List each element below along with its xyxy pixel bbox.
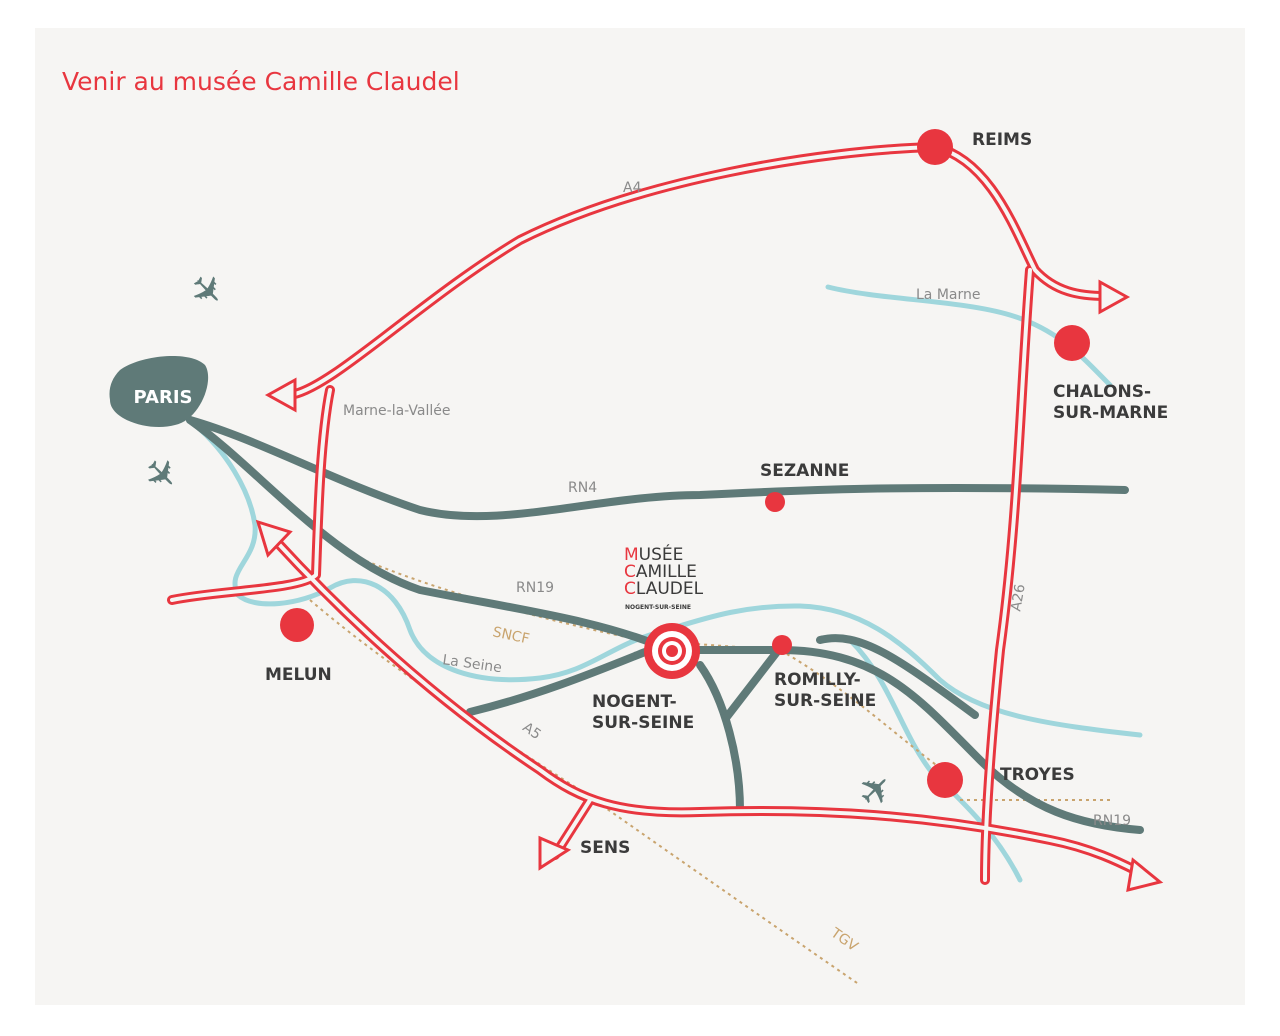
arrow-sens — [538, 835, 572, 871]
airplane-icon: ✈ — [178, 263, 234, 319]
arrow-a5-east — [1126, 857, 1164, 893]
svg-text:CLAUDEL: CLAUDEL — [624, 579, 704, 599]
museum-logo: MUSÉE CAMILLE CLAUDEL NOGENT-SUR-SEINE — [624, 543, 704, 611]
road-local-4 — [816, 634, 979, 719]
road-label-marne-la-vallee: Marne-la-Vallée — [343, 403, 450, 419]
city-chalons-1: CHALONS- — [1053, 382, 1151, 402]
chalons-marker — [1054, 325, 1090, 361]
arrow-a4-east — [1098, 279, 1131, 315]
river-seine — [192, 422, 1143, 738]
svg-text:CAMILLE: CAMILLE — [624, 562, 697, 582]
city-nogent-1: NOGENT- — [592, 692, 677, 712]
city-nogent-2: SUR-SEINE — [592, 713, 694, 733]
road-label-rn4: RN4 — [568, 480, 597, 496]
melun-marker — [280, 608, 314, 642]
river-label-marne: La Marne — [916, 287, 980, 303]
river-label-seine: La Seine — [441, 652, 502, 676]
arrow-a5-paris — [255, 519, 293, 558]
city-sezanne: SEZANNE — [760, 461, 849, 481]
road-label-a4: A4 — [623, 180, 642, 196]
city-romilly-1: ROMILLY- — [774, 670, 861, 690]
road-local-3 — [722, 644, 784, 722]
road-label-a26: A26 — [1008, 583, 1029, 613]
arrow-a4-paris — [264, 377, 297, 413]
map-title: Venir au musée Camille Claudel — [62, 67, 460, 96]
road-label-rn19-west: RN19 — [516, 580, 554, 596]
rail-sncf — [339, 549, 951, 776]
city-paris: PARIS — [134, 387, 193, 408]
river-seine-branch — [847, 637, 1023, 883]
rail-label-tgv: TGV — [827, 925, 861, 956]
city-reims: REIMS — [972, 130, 1032, 150]
road-label-rn19-east: RN19 — [1093, 813, 1131, 829]
city-troyes: TROYES — [1000, 765, 1075, 785]
sezanne-marker — [765, 492, 785, 512]
museum-target-icon — [644, 623, 700, 679]
troyes-marker — [927, 762, 963, 798]
svg-text:MUSÉE: MUSÉE — [624, 543, 683, 565]
city-romilly-2: SUR-SEINE — [774, 691, 876, 711]
road-label-a5: A5 — [520, 719, 544, 743]
airplane-icon: ✈ — [132, 447, 188, 503]
svg-text:NOGENT-SUR-SEINE: NOGENT-SUR-SEINE — [625, 604, 691, 611]
reims-marker — [917, 129, 953, 165]
road-local-1 — [466, 648, 649, 716]
city-melun: MELUN — [265, 665, 332, 685]
paris-area — [109, 355, 209, 428]
river-marne — [825, 284, 1113, 388]
road-rn4 — [186, 416, 1129, 521]
road-local-2 — [696, 661, 744, 814]
city-chalons-2: SUR-MARNE — [1053, 403, 1168, 423]
romilly-marker — [772, 635, 792, 655]
rail-label-sncf: SNCF — [491, 624, 531, 647]
city-sens: SENS — [580, 838, 630, 858]
